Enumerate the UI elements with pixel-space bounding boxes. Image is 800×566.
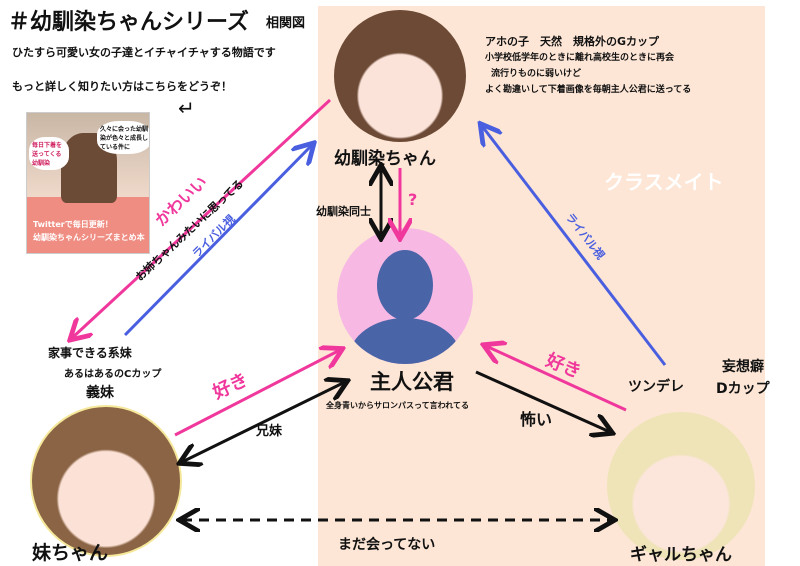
label-scared: 怖い [520, 410, 553, 429]
label-childhood: 幼馴染同士 [316, 205, 371, 218]
arrow-sister-to-heroine [123, 145, 312, 337]
label-question: ? [408, 190, 418, 209]
gyaru-trait: ツンデレ [628, 379, 684, 395]
arrow-heroine-to-sister [72, 98, 332, 338]
sister-name: 妹ちゃん [32, 542, 109, 564]
arrow-siblings [182, 382, 345, 462]
book-bubble: 久々に会った幼馴染が色々と成長している件に [97, 121, 149, 154]
gyaru-trait: Dカップ [716, 381, 770, 397]
page-title: ＃幼馴染ちゃんシリーズ [8, 10, 249, 35]
sister-description: 家事できる系妹 [48, 346, 132, 360]
book-banner: Twitterで毎日更新！ [33, 220, 113, 229]
protagonist-name: 主人公君 [370, 370, 454, 394]
protagonist-portrait [337, 228, 473, 364]
label-siblings: 兄妹 [256, 424, 283, 439]
page-subtitle: 相関図 [266, 16, 306, 31]
heroine-description: アホの子 天然 規格外のGカップ 小学校低学年のときに離れ高校生のときに再会 流… [485, 35, 692, 95]
sister-description: 義妹 [86, 385, 114, 401]
heroine-portrait [334, 10, 466, 142]
book-cover[interactable]: 久々に会った幼馴染が色々と成長している件に 毎日下着を送ってくる幼馴染 Twit… [26, 112, 150, 254]
intro-line: ひたすら可愛い女の子達とイチャイチャする物語です [12, 46, 276, 59]
label-classmate: クラスメイト [604, 170, 724, 194]
book-banner: 幼馴染ちゃんシリーズまとめ本 [33, 233, 145, 242]
silhouette-head [377, 250, 433, 320]
gyaru-name: ギャルちゃん [630, 545, 732, 565]
arrow-gyaru-rival [482, 126, 667, 366]
heroine-name: 幼馴染ちゃん [334, 149, 436, 169]
intro-line: もっと詳しく知りたい方はこちらをどうぞ！ [12, 80, 232, 93]
curl-arrow-icon: ↵ [178, 96, 195, 120]
book-bubble: 毎日下着を送ってくる幼馴染 [29, 137, 69, 170]
sister-description: あるはあるのCカップ [64, 369, 162, 380]
label-not-met: まだ会ってない [338, 537, 436, 553]
sister-portrait [30, 405, 182, 557]
protagonist-description: 全身青いからサロンパスって言われてる [326, 401, 469, 410]
arrow-scared [475, 370, 610, 432]
arrow-gyaru-like [486, 346, 627, 412]
gyaru-trait: 妄想癖 [722, 359, 764, 375]
gyaru-portrait [607, 412, 755, 560]
